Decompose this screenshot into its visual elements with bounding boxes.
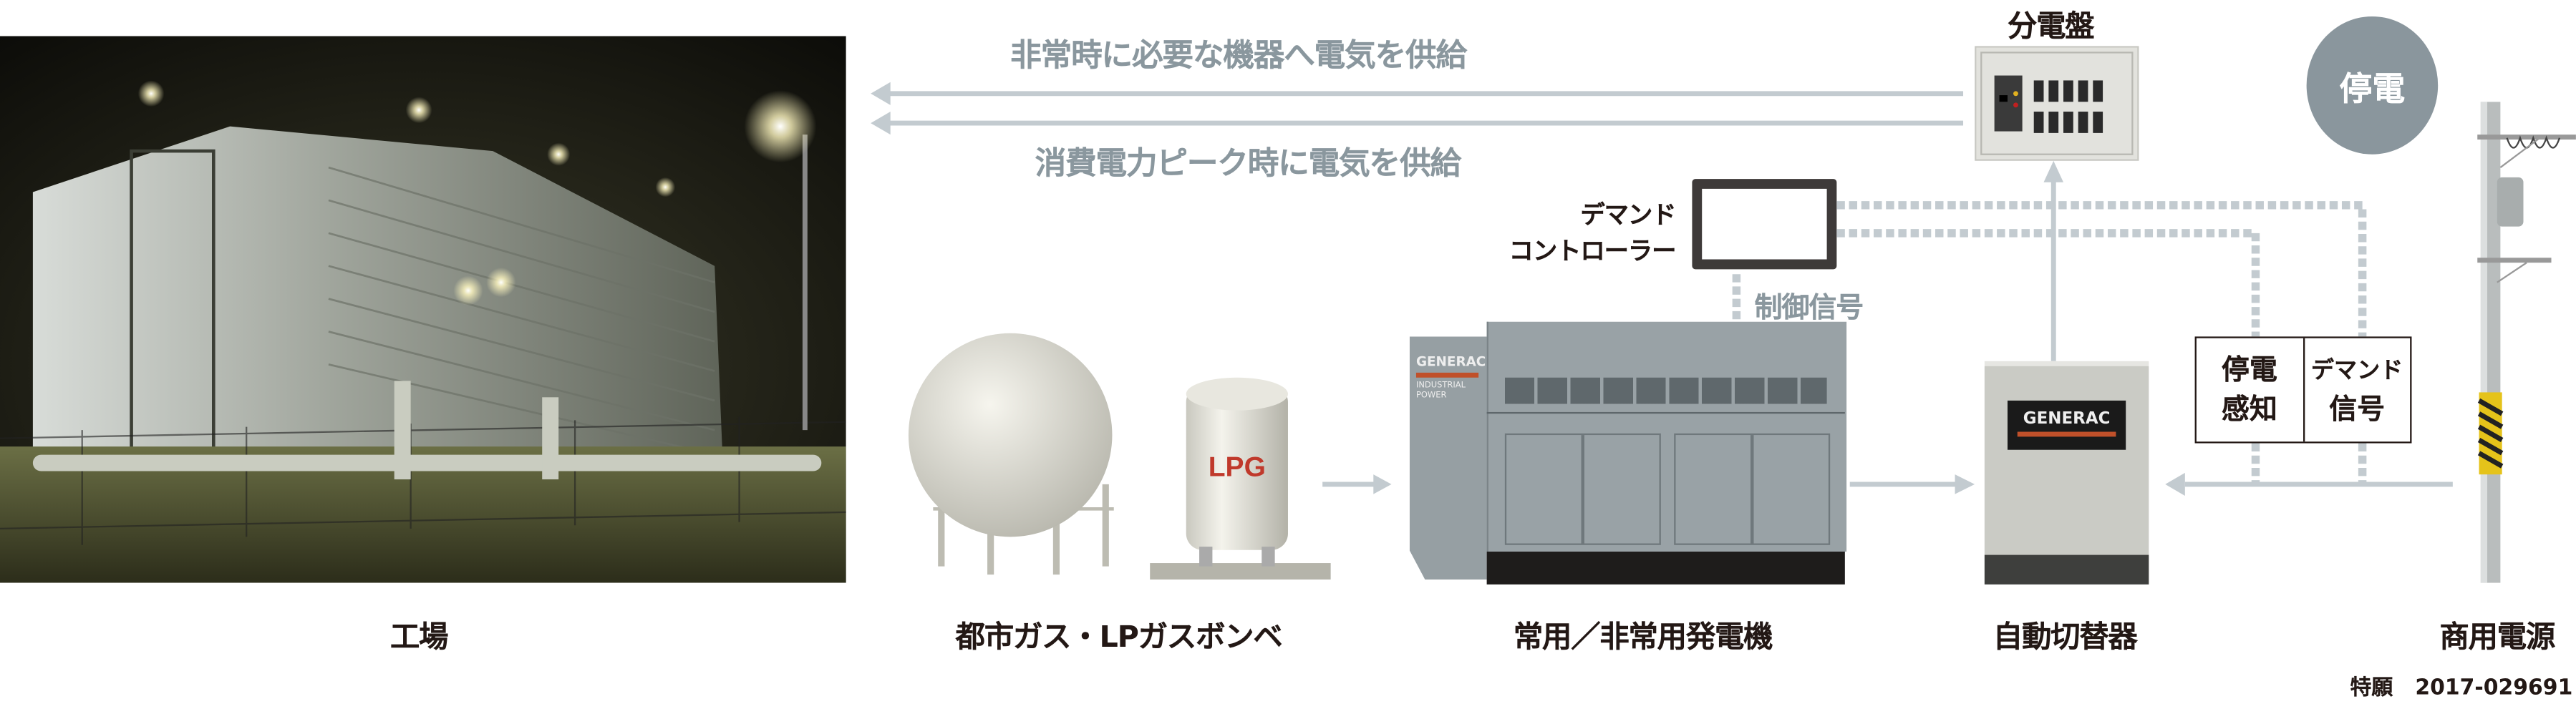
demand-signal-line [1836,201,2367,337]
patent-number-value: 2017-029691 [2415,676,2573,701]
arrowhead-up-icon [2043,160,2064,182]
gas-tanks-icon: LPG [908,333,1331,580]
caption-ats: 自動切替器 [1992,620,2138,655]
caption-generator: 常用／非常用発電機 [1513,620,1773,655]
outage-detect-line1: 停電 [2221,353,2277,387]
emergency-supply-text: 非常時に必要な機器へ電気を供給 [1010,37,1467,74]
ats-brand-text: GENERAC [2023,410,2111,429]
caption-gas: 都市ガス・LPガスボンベ [955,620,1283,655]
factory-photo [0,36,846,583]
generator-sub1: INDUSTRIAL [1415,381,1466,391]
supply-arrows [871,82,1964,135]
demand-controller-icon [1692,179,1837,270]
signal-lines [1732,201,2367,484]
arrowhead-right-icon [1373,474,1392,494]
flow-arrows [1322,160,2453,496]
outage-detect-line2: 感知 [2221,393,2277,426]
distribution-board-icon [1975,46,2139,161]
outage-badge: 停電 [2306,16,2439,155]
distribution-board-label: 分電盤 [2008,9,2095,44]
demand-controller-label-line2: コントローラー [1509,236,1677,266]
generator-sub2: POWER [1415,391,1447,401]
utility-pole-icon [2477,102,2576,583]
outage-detect-line [1836,229,2260,337]
caption-factory: 工場 [389,620,448,655]
arrowhead-left-icon [871,82,891,105]
arrowhead-left-icon [2165,472,2185,496]
arrowhead-left-icon [871,112,891,135]
demand-controller-label-line1: デマンド [1580,200,1676,230]
ats-brand: GENERAC [2008,400,2126,450]
peak-supply-text: 消費電力ピーク時に電気を供給 [1035,146,1461,182]
patent-number: 特願 2017-029691 [2350,670,2573,701]
demand-signal-line2: 信号 [2329,393,2386,426]
automatic-transfer-switch-icon: GENERAC [1984,361,2149,585]
demand-signal-line1: デマンド [2310,357,2403,383]
caption-utility: 商用電源 [2439,620,2555,655]
patent-label: 特願 [2350,676,2393,701]
lpg-label: LPG [1209,451,1266,482]
arrowhead-right-icon [1955,474,1975,494]
control-signal-label: 制御信号 [1754,292,1864,326]
signal-box: 停電 感知 デマンド 信号 [2194,336,2412,444]
generator-brand: GENERAC [1415,354,1486,370]
